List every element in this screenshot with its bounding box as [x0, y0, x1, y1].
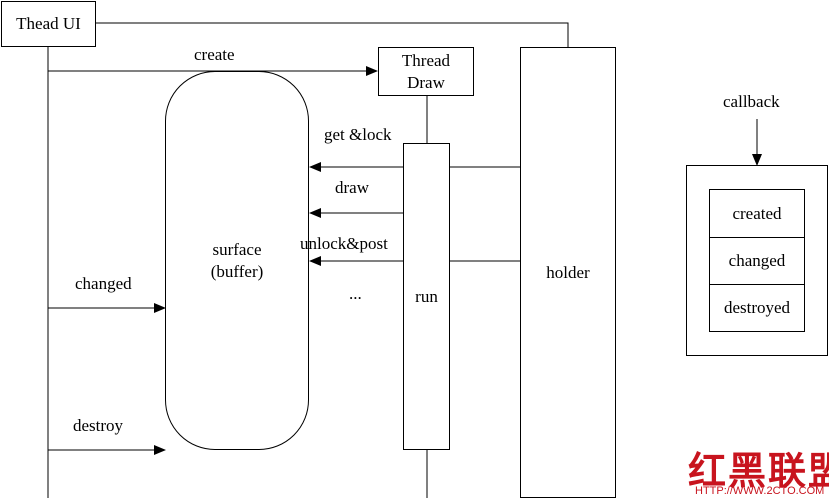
- watermark-logo-text: 红黑联盟: [688, 448, 829, 493]
- ellipsis-label: ...: [349, 284, 362, 303]
- thread-draw-box: Thread Draw: [378, 47, 474, 96]
- run-box: run: [403, 143, 450, 450]
- ui-holder-connector: [95, 22, 569, 47]
- changed-label: changed: [75, 274, 132, 293]
- callback-item-created: created: [710, 190, 804, 238]
- thread-draw-label-line1: Thread: [401, 50, 451, 70]
- get-lock-label: get &lock: [324, 125, 392, 144]
- holder-box: holder: [520, 47, 616, 498]
- watermark-url: HTTP://WWW.2CTO.COM: [695, 485, 825, 497]
- surface-label-line1: surface: [212, 239, 262, 259]
- unlock-post-label: unlock&post: [300, 234, 388, 253]
- callback-label: callback: [723, 92, 780, 111]
- callback-item-destroyed: destroyed: [723, 298, 791, 317]
- thread-draw-label-line2: Draw: [407, 72, 445, 92]
- create-label: create: [194, 45, 235, 64]
- destroy-label: destroy: [73, 416, 124, 435]
- thread-ui-box: Thead UI: [1, 1, 96, 47]
- run-label: run: [415, 286, 438, 306]
- thread-ui-label: Thead UI: [16, 14, 81, 33]
- draw-label: draw: [335, 178, 369, 197]
- holder-label: holder: [546, 262, 590, 282]
- callback-item-changed: changed: [710, 238, 804, 285]
- surface-label-line2: (buffer): [210, 261, 264, 281]
- surface-buffer: surface (buffer): [165, 71, 309, 450]
- callback-outer-frame: [686, 165, 828, 356]
- callback-inner-frame: created changed destroyed: [709, 189, 805, 332]
